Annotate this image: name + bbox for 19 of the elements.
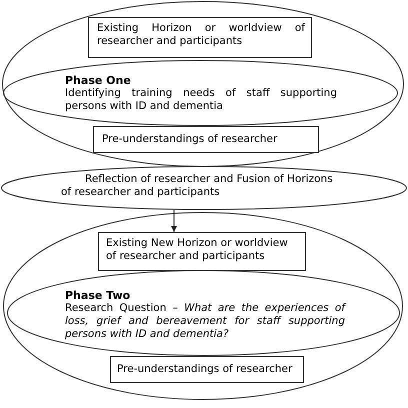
text-box	[110, 356, 304, 383]
text-box	[88, 17, 312, 58]
text-box	[93, 126, 319, 153]
oval-frame	[2, 1, 404, 167]
phase-heading: Phase Two	[65, 289, 132, 302]
description-text: Pre-understandings of researcher	[117, 363, 294, 376]
oval-frame	[7, 270, 400, 356]
oval-frame	[3, 212, 403, 400]
phase-heading: Phase One	[65, 74, 132, 87]
description-text: Identifying training needs of staff supporting persons with ID and dementia	[65, 87, 337, 113]
description-text: Pre-understandings of researcher	[102, 133, 278, 146]
text-box	[98, 232, 306, 271]
arrow	[171, 210, 177, 232]
oval-frame	[1, 166, 407, 210]
description-text: Research Question – What are the experiences of loss, grief and bereavement for staff supporting persons with ID and dementia?	[65, 302, 345, 341]
description-text: Existing New Horizon or worldview of researcher and participants	[106, 237, 289, 263]
description-text: Existing Horizon or worldview of researcher and participants	[97, 22, 305, 48]
description-text: Reflection of researcher and Fusion of Horizons of researcher and participants	[61, 173, 334, 199]
oval-frame	[3, 60, 398, 126]
